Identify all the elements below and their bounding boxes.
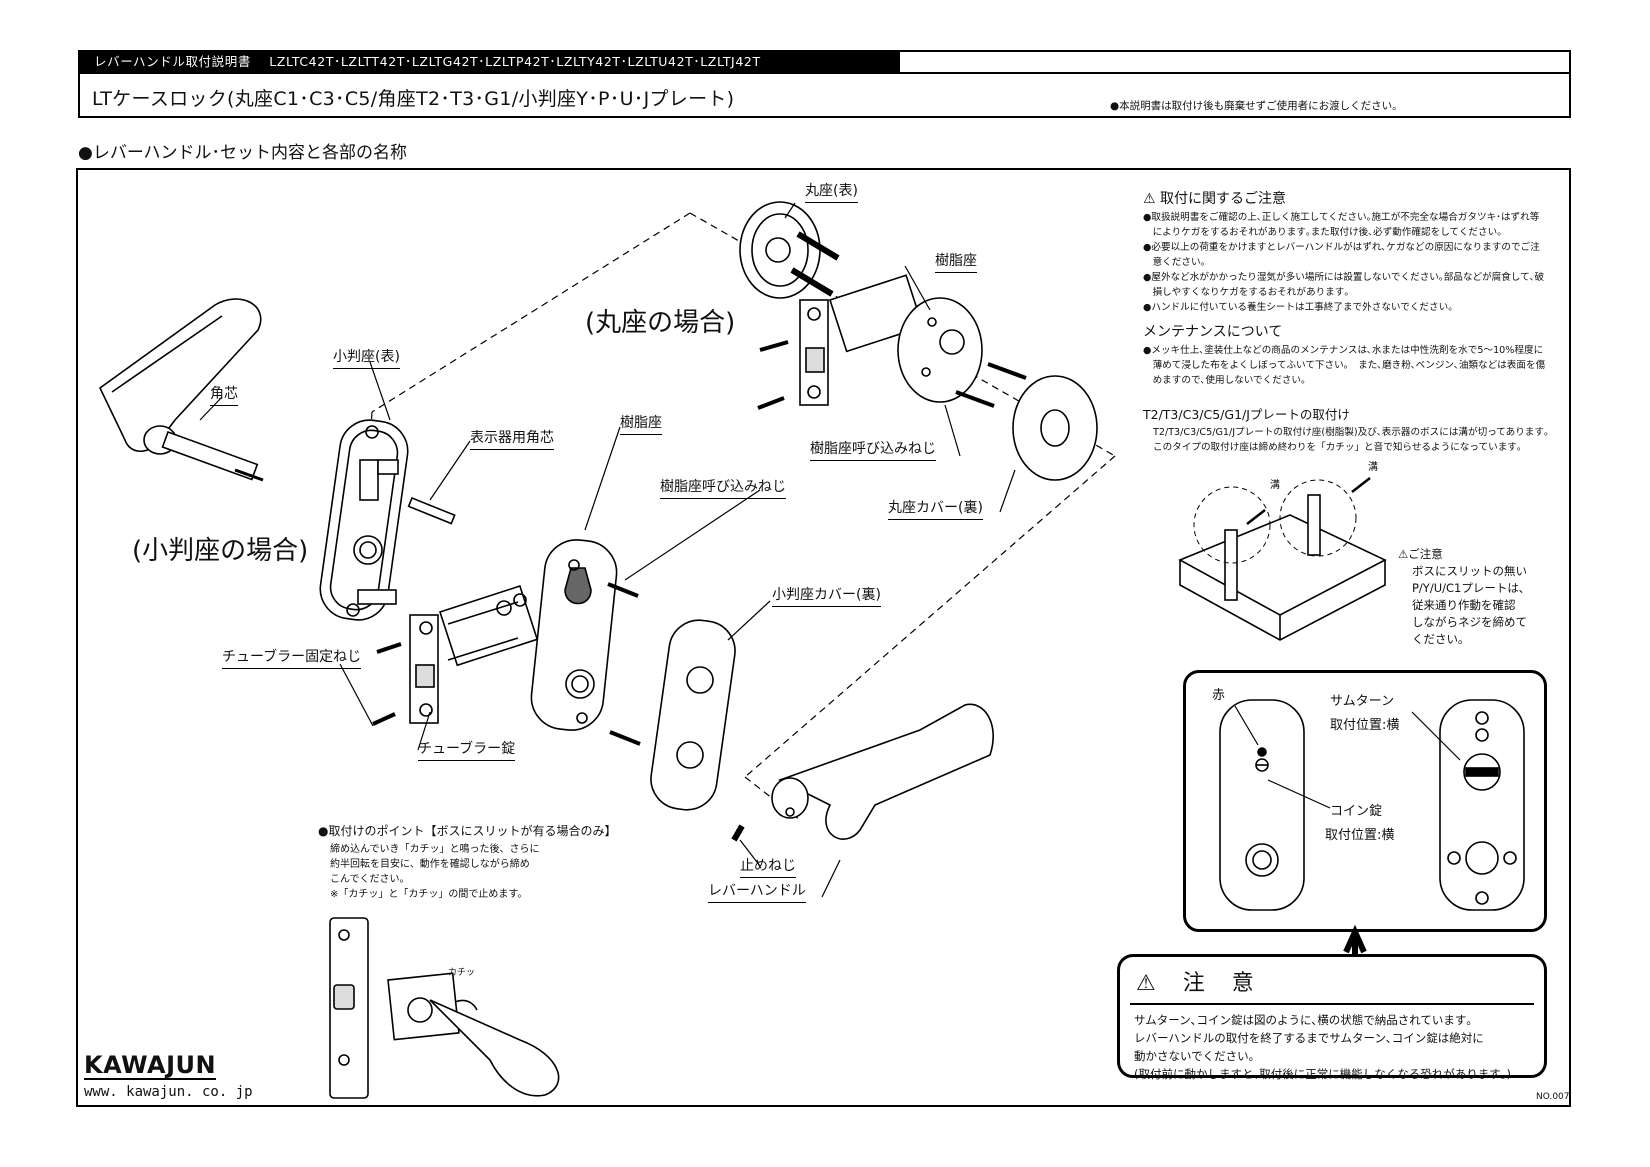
round-rosette-top [739,201,840,299]
screws-mid [607,582,641,746]
label-round-rosette-front: 丸座(表) [805,180,858,203]
attention-line: レバーハンドルの取付を終了するまでサムターン､コイン錠は絶対に [1134,1031,1484,1045]
guide-lines [359,212,1116,821]
label-koban-cover: 小判座カバー(裏) [772,584,881,607]
caution-line: ●ハンドルに付いている養生シートは工事終了まで外さないでください｡ [1143,302,1453,313]
attention-body: サムターン､コイン錠は図のように､横の状態で納品されています｡ レバーハンドルの… [1134,1011,1511,1083]
click-label: カチッ [448,968,476,978]
caution-title: ⚠ 取付に関するご注意 [1143,191,1287,207]
label-set-screw: 止めねじ [740,855,796,878]
header: レバーハンドル取付説明書 LZLTC42T･LZLTT42T･LZLTG42T･… [78,50,1571,118]
point-line: こんでください。 [330,874,410,885]
label-round-cover: 丸座カバー(裏) [888,497,983,520]
thumbturn-label: サムターン [1330,694,1395,709]
section-title: ●レバーハンドル･セット内容と各部の名称 [78,143,407,163]
groove-label-2: 溝 [1368,462,1378,473]
lever-handle-left [98,298,264,482]
leader-lines [199,202,1016,898]
label-koban-front: 小判座(表) [333,346,400,369]
slit-note-line: ください｡ [1412,632,1464,646]
screws-top [757,340,789,410]
maintenance-title: メンテナンスについて [1143,324,1283,340]
point-line: 締め込んでいき「カチッ」と鳴った後、さらに [330,844,540,855]
attention-line: (取付前に動かしますと､取付後に正常に機能しなくなる恐れがあります｡) [1134,1067,1511,1081]
coin-lock-label: コイン錠 [1330,804,1383,819]
main-frame [76,168,1571,1107]
red-label: 赤 [1212,688,1226,703]
plate-title: T2/T3/C3/C5/G1/Jプレートの取付け [1143,407,1350,422]
plate-illustration [1178,477,1387,641]
caution-panel: ⚠ 取付に関するご注意 ●取扱説明書をご確認の上､正しく施工してください｡施工が… [1143,188,1563,455]
point-title: ●取付けのポイント【ボスにスリットが有る場合のみ】 [318,824,617,838]
screws-left [372,642,402,726]
caution-line: ●必要以上の荷重をかけますとレバーハンドルがはずれ､ケガなどの原因になりますので… [1143,242,1540,253]
plate-line: このタイプの取付け座は締め終わりを「カチッ」と音で知らせるようになっています｡ [1153,442,1522,453]
divider [1130,1003,1534,1005]
caution-line: ●取扱説明書をご確認の上､正しく施工してください｡施工が不完全な場合ガタツキ･は… [1143,212,1540,223]
slit-note: ⚠ご注意 ボスにスリットの無い P/Y/U/C1プレートは､ 従来通り作動を確認… [1398,546,1527,648]
point-illustration [329,917,560,1099]
page-title: LTケースロック(丸座C1･C3･C5/角座T2･T3･G1/小判座Y･P･U･… [92,88,735,110]
label-lever-handle: レバーハンドル [708,880,806,903]
website-url: www. kawajun. co. jp [84,1084,253,1100]
thumbturn-position: 取付位置:横 [1330,718,1400,733]
detail-box [1183,670,1547,932]
resin-round-plate [897,297,983,403]
maintenance-line: 薄めて浸した布をよくしぼってふいて下さい｡ また､磨き粉､ベンジン､油類などは表… [1143,360,1546,371]
maintenance-line: ●メッキ仕上､塗装仕上などの商品のメンテナンスは､水または中性洗剤を水で5～10… [1143,345,1544,356]
resin-plate-mid [530,539,618,731]
screws-right [955,362,1027,408]
caution-line: 損しやすくなりケガをするおそれがあります｡ [1143,287,1350,298]
header-note: ●本説明書は取付け後も廃棄せずご使用者にお渡しください。 [1110,100,1403,112]
indicator-spindle [407,496,456,525]
caution-line: ●屋外など水がかかったり湿気が多い場所には設置しないでください｡部品などが腐食し… [1143,272,1545,283]
round-cover [1012,375,1098,481]
maintenance-line: めますので､使用しないでください｡ [1143,375,1306,386]
divider [80,72,1569,74]
attention-line: 動かさないでください｡ [1134,1049,1255,1063]
label-resin-screw-top: 樹脂座呼び込みねじ [810,438,936,461]
label-tubular-screw: チューブラー固定ねじ [222,646,362,669]
plate-line: T2/T3/C3/C5/G1/Jプレートの取付け座(樹脂製)及び､表示器のボスに… [1153,427,1549,438]
point-line: ※「カチッ」と「カチッ」の間で止めます。 [330,889,528,900]
attention-title-text: 注 意 [1182,971,1264,996]
label-indicator-spindle: 表示器用角芯 [470,427,554,450]
label-resin-screw-mid: 樹脂座呼び込みねじ [660,476,786,499]
lever-handle-bottom [731,703,994,842]
tubular-latch-mid [409,585,539,724]
slit-note-line: ボスにスリットの無い [1412,564,1527,578]
slit-note-line: P/Y/U/C1プレートは､ [1412,581,1525,595]
attention-box: ⚠ 注 意 サムターン､コイン錠は図のように､横の状態で納品されています｡ レバ… [1117,954,1547,1081]
koban-plate-front [319,419,409,621]
document-number: NO.007 [1536,1092,1570,1102]
slit-note-line: しながらネジを締めて [1412,615,1527,629]
label-resin-plate-top: 樹脂座 [935,250,977,273]
caution-line: 意ください｡ [1143,257,1206,268]
label-resin-plate-mid: 樹脂座 [620,412,662,435]
slit-note-title: ⚠ご注意 [1398,547,1443,561]
caution-line: によりケガをするおそれがあります｡また取付け後､必ず動作確認をしてください｡ [1143,227,1502,238]
attention-line: サムターン､コイン錠は図のように､横の状態で納品されています｡ [1134,1013,1473,1027]
koban-cover [650,619,736,811]
slit-note-line: 従来通り作動を確認 [1412,598,1516,612]
header-bar: レバーハンドル取付説明書 LZLTC42T･LZLTT42T･LZLTG42T･… [80,52,900,72]
label-tubular-latch: チューブラー錠 [418,738,516,761]
brand-logo: KAWAJUN [84,1051,217,1080]
point-text: 締め込んでいき「カチッ」と鳴った後、さらに 約半回転を目安に、動作を確認しながら… [330,842,540,902]
label-koban-case: (小判座の場合) [132,536,309,566]
coin-lock-position: 取付位置:横 [1325,828,1395,843]
detail-plates [1219,699,1525,962]
attention-title: ⚠ 注 意 [1136,971,1264,996]
point-line: 約半回転を目安に、動作を確認しながら締め [330,859,530,870]
groove-label-1: 溝 [1270,480,1280,491]
label-spindle: 角芯 [210,383,238,406]
label-round-case: (丸座の場合) [585,308,736,338]
